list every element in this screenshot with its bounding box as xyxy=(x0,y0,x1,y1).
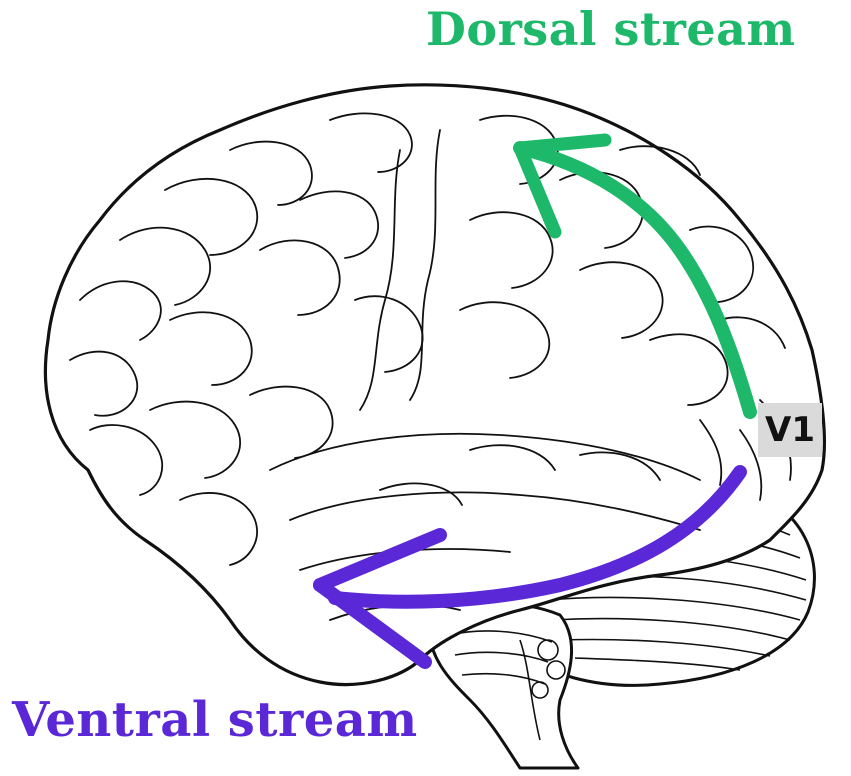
cerebrum xyxy=(43,83,826,687)
ventral-stream-arrow xyxy=(313,465,747,669)
dorsal-stream-label: Dorsal stream xyxy=(426,2,796,56)
v1-label: V1 xyxy=(758,403,822,457)
brain-gyri xyxy=(69,112,792,621)
dorsal-stream-arrow xyxy=(513,133,757,419)
ventral-stream-label: Ventral stream xyxy=(12,692,418,748)
